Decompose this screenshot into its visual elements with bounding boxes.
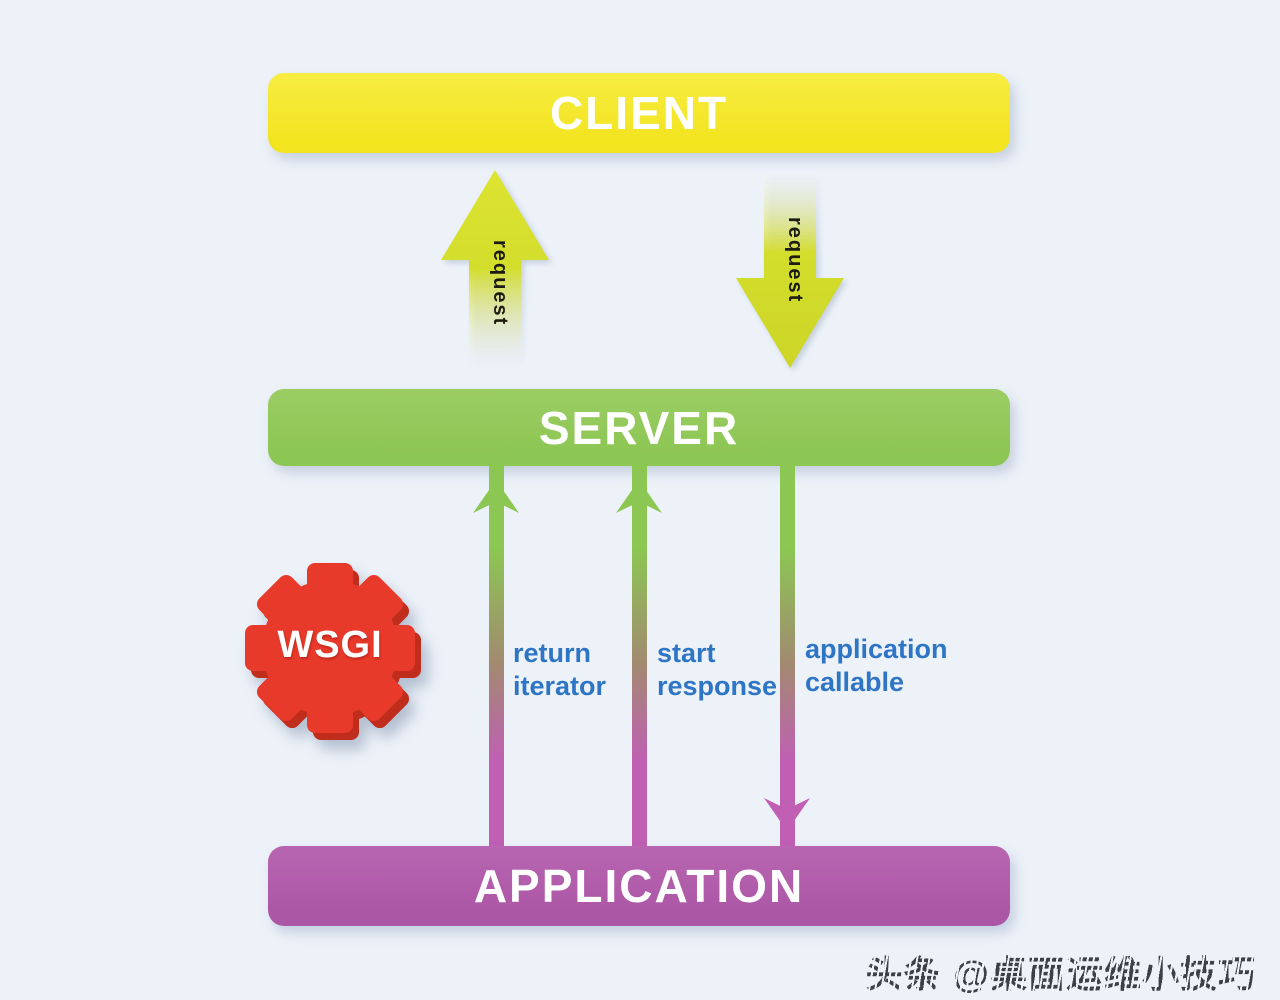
request-down-arrow-icon [736,170,844,368]
application-label: APPLICATION [473,860,805,912]
connector-line-application-callable [780,465,795,847]
client-label: CLIENT [549,87,729,139]
gear-body [245,563,415,733]
connector-line-return-iterator [489,465,504,847]
wsgi-gear-icon: WSGI [245,563,415,733]
request-up-arrow-icon [441,170,549,366]
watermark-text: 头条 @桌面运维小技巧 [866,944,1256,998]
client-box: CLIENT [268,73,1010,153]
connector-label-return-iterator: return iterator [513,638,607,702]
request-up-label: request [489,239,511,327]
server-label: SERVER [538,401,740,454]
application-box: APPLICATION [268,846,1010,926]
server-box: SERVER [268,389,1010,466]
request-down-label: request [784,216,806,304]
connector-line-start-response [632,465,647,847]
wsgi-label: WSGI [277,623,383,666]
connector-label-start-response: start response [657,638,778,702]
connector-label-application-callable: application callable [805,634,948,698]
